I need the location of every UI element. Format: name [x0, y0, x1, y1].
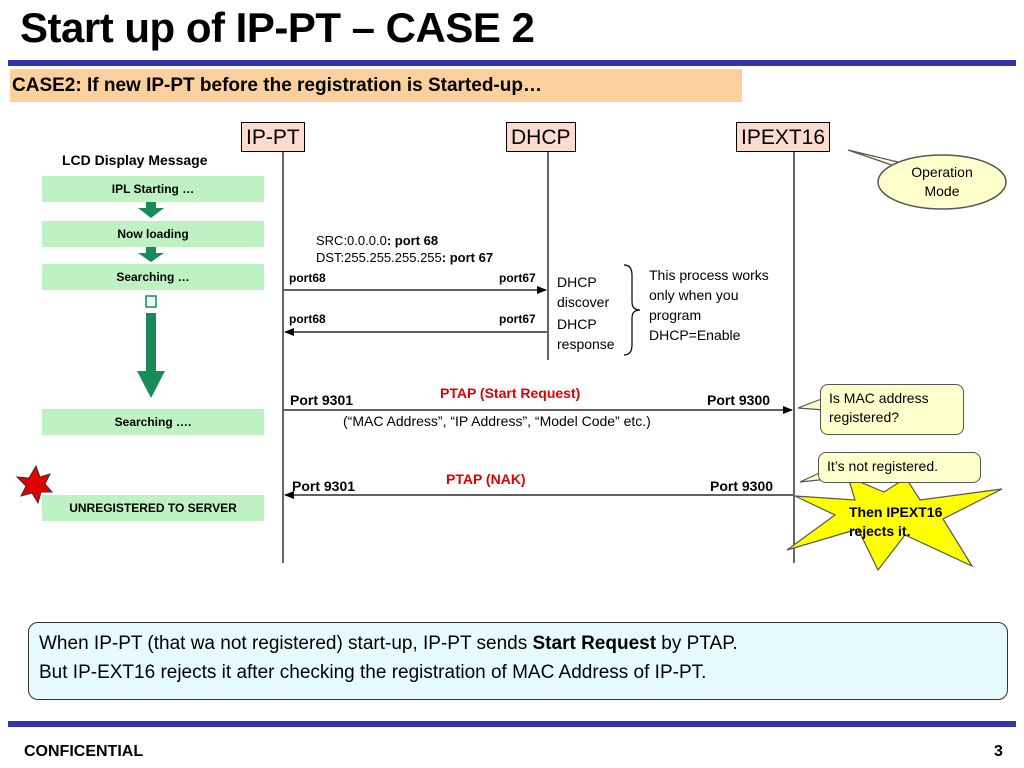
- lcd-msg-ipl-starting: IPL Starting …: [42, 176, 264, 202]
- red-burst-icon: [15, 464, 54, 505]
- dhcp-enable-note: This process works only when you program…: [649, 267, 769, 343]
- operation-mode-cloud: [877, 154, 1007, 210]
- dhcp-node: DHCP: [506, 122, 576, 152]
- operation-mode-label: Operation Mode: [911, 164, 973, 199]
- lcd-msg-now-loading: Now loading: [42, 221, 264, 247]
- lcd-arrow-2: [138, 247, 164, 262]
- lcd-arrow-1: [138, 202, 164, 218]
- summary-box: When IP-PT (that wa not registered) star…: [28, 622, 1008, 700]
- lcd-arrow-long: [137, 295, 165, 398]
- ptap-nak-label: PTAP (NAK): [446, 471, 526, 487]
- ptap-request-label: PTAP (Start Request): [440, 385, 581, 401]
- dhcp-src-port: : port 68: [386, 233, 439, 248]
- ippt-node: IP-PT: [241, 122, 305, 152]
- not-registered-callout: It’s not registered.: [818, 452, 981, 483]
- response-to-port: port67: [499, 312, 536, 326]
- rejects-starburst: [786, 475, 1003, 572]
- summary-line-2: But IP-EXT16 rejects it after checking t…: [39, 662, 707, 683]
- dhcp-src-address: SRC:0.0.0.0: [316, 233, 387, 248]
- mac-question-callout: Is MAC address registered?: [820, 384, 964, 435]
- lcd-msg-searching-1: Searching …: [42, 264, 264, 290]
- rejects-text: Then IPEXT16 rejects it.: [849, 504, 943, 539]
- lcd-msg-unregistered: UNREGISTERED TO SERVER: [42, 495, 264, 521]
- request-left-port: Port 9301: [290, 392, 354, 408]
- top-divider: [8, 60, 1016, 66]
- dhcp-dst-line: DST:255.255.255.255: port 67: [316, 250, 493, 265]
- response-from-port: port68: [289, 312, 326, 326]
- nak-left-port: Port 9301: [292, 478, 356, 494]
- page-number: 3: [994, 743, 1003, 760]
- summary-line-1: When IP-PT (that wa not registered) star…: [39, 629, 997, 658]
- request-right-port: Port 9300: [707, 392, 771, 408]
- summary-line-1-suffix: by PTAP.: [656, 633, 738, 654]
- discover-from-port: port68: [289, 271, 326, 285]
- summary-line-1-prefix: When IP-PT (that wa not registered) star…: [39, 633, 533, 654]
- dhcp-dst-port: : port 67: [441, 250, 494, 265]
- dhcp-discover-label: DHCP discover: [557, 274, 610, 310]
- page-title: Start up of IP-PT – CASE 2: [20, 4, 535, 51]
- case-subtitle: CASE2: If new IP-PT before the registrat…: [10, 69, 742, 102]
- summary-start-request: Start Request: [532, 633, 657, 654]
- footer-confidential: CONFICENTIAL: [24, 743, 144, 760]
- bottom-divider: [8, 721, 1016, 727]
- lcd-display-title: LCD Display Message: [62, 152, 208, 168]
- dhcp-src-line: SRC:0.0.0.0: port 68: [316, 233, 438, 248]
- dhcp-response-label: DHCP response: [557, 316, 615, 352]
- discover-to-port: port67: [499, 271, 536, 285]
- dhcp-dst-address: DST:255.255.255.255: [316, 250, 442, 265]
- lcd-msg-searching-2: Searching ….: [42, 409, 264, 435]
- dhcp-brace: [623, 264, 641, 356]
- nak-right-port: Port 9300: [710, 478, 774, 494]
- ipext16-node: IPEXT16: [736, 122, 831, 152]
- request-params: (“MAC Address”, “IP Address”, “Model Cod…: [343, 413, 651, 429]
